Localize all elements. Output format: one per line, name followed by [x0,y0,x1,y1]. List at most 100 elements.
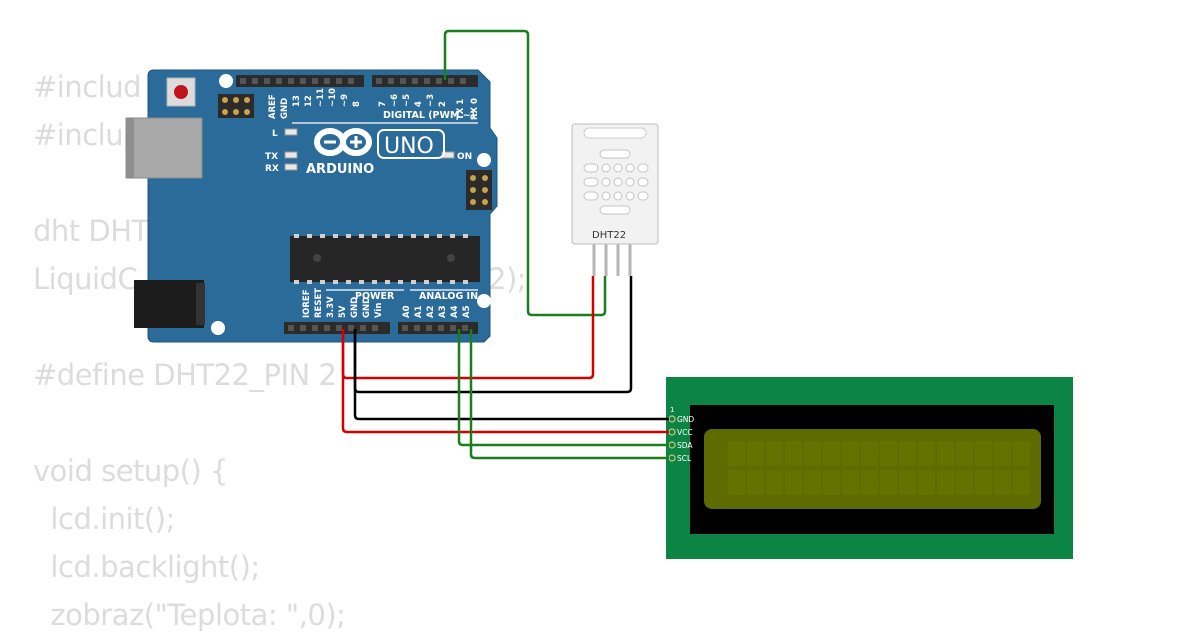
lcd-char-cell [994,470,1012,495]
lcd-char-cell [994,441,1012,466]
wire-lcd-sda[interactable] [457,329,669,447]
power-jack [134,280,204,328]
lcd-pin-sda: SDA [677,441,693,450]
analog-header-label: ANALOG IN [419,291,478,302]
pin-label-gnd: GND [280,98,290,119]
pin-label-a5: A5 [462,305,472,318]
pin-label-11: ~11 [316,88,326,107]
digital-pin-labels: AREF GND 13 12 ~11 ~10 ~9 8 7 ~6 ~5 4 ~3… [268,88,480,120]
lcd-char-cell [804,470,822,495]
lcd-pin-gnd: GND [677,415,694,424]
led-l-label: L [272,129,278,139]
wire-lcd-scl[interactable] [469,329,669,460]
pin-label-5v: 5V [338,305,348,318]
icsp-header-right [466,170,492,210]
led-on: ON [441,151,472,162]
led-rx-label: RX [265,164,279,174]
mount-hole [477,153,491,167]
lcd-char-cell [918,441,936,466]
lcd-char-cell [766,470,784,495]
arduino-model-text: UNO [384,134,434,159]
mount-hole [477,294,491,308]
lcd-char-cell [728,441,746,466]
pin-label-vin: Vin [374,303,384,318]
lcd-char-cell [728,470,746,495]
pin-label-tx1: TX 1 [456,99,466,120]
pin-label-3v3: 3.3V [326,296,336,318]
lcd-char-cell [842,470,860,495]
lcd-char-cell [975,470,993,495]
lcd-char-cell [956,470,974,495]
lcd-char-cell [880,470,898,495]
mount-hole [219,74,233,88]
lcd-char-cell [747,470,765,495]
dht22-sensor[interactable]: DHT22 [571,123,659,276]
lcd-char-cell [785,470,803,495]
pin-label-12: 12 [304,95,314,107]
wires [341,29,669,460]
dht22-label: DHT22 [592,230,626,241]
mount-hole [211,321,225,335]
pin-label-gnd1: GND [350,297,360,318]
usb-connector [125,117,203,179]
lcd-char-cell [842,441,860,466]
analog-header [398,322,478,334]
pin-label-6: ~6 [390,94,400,107]
code-line-9: void setup() { [33,454,229,488]
code-line-2: #inclu [33,118,124,152]
pin-label-reset: RESET [314,288,324,318]
lcd-char-cell [975,441,993,466]
code-line-10: lcd.init(); [33,502,175,536]
digital-header-right [372,75,478,87]
pin-label-aref: AREF [268,94,278,119]
reset-button-cap[interactable] [174,85,188,99]
power-header [284,322,390,334]
lcd-1602-i2c[interactable]: 1 GND VCC SDA SCL [666,377,1073,559]
led-tx-label: TX [265,152,278,162]
lcd-char-cell [861,470,879,495]
pin-label-13: 13 [292,95,302,107]
led-l: L [272,128,298,139]
arduino-logo: ARDUINO UNO [306,128,445,177]
arduino-uno-board[interactable]: AREF GND 13 12 ~11 ~10 ~9 8 7 ~6 ~5 4 ~3… [125,69,498,343]
pin-label-a0: A0 [402,305,412,318]
lcd-char-cell [899,470,917,495]
analog-pin-labels: A0 A1 A2 A3 A4 A5 [402,305,472,318]
dht22-grille [583,149,649,215]
wire-lcd-gnd[interactable] [353,329,669,421]
pin-label-a4: A4 [450,305,460,318]
code-line-11: lcd.backlight(); [33,550,260,584]
pin-label-5: ~5 [402,94,412,107]
code-line-1: #includ [33,70,142,104]
code-line-12: zobraz("Teplota: ",0); [33,598,346,632]
pin-label-3: ~3 [426,94,436,107]
led-rx: RX [265,163,298,174]
lcd-char-cell [804,441,822,466]
pin-label-10: ~10 [328,88,338,107]
pin-label-4: 4 [414,101,424,107]
pin-label-8: 8 [352,101,362,107]
lcd-character-grid [728,441,1031,495]
lcd-pin-scl: SCL [677,454,692,463]
code-line-5-tail: 2); [488,262,527,296]
lcd-char-cell [823,441,841,466]
icsp-header-top [218,94,254,118]
wire-lcd-vcc[interactable] [341,329,669,434]
wire-dht-data[interactable] [443,29,607,317]
pin-label-9: ~9 [340,94,350,107]
lcd-char-cell [1013,441,1031,466]
power-pin-labels: IOREF RESET 3.3V 5V GND GND Vin [302,288,384,318]
pin-label-2: 2 [438,101,448,107]
code-line-5: LiquidC [33,262,138,296]
led-tx: TX [265,151,298,162]
atmega-chip [290,234,480,284]
pin-label-ioref: IOREF [302,289,312,318]
dht22-pins [592,244,632,276]
lcd-char-cell [823,470,841,495]
pin-label-rx0: RX 0 [470,98,480,120]
lcd-pin-vcc: VCC [677,428,693,437]
power-header-label: POWER [355,291,395,302]
lcd-char-cell [956,441,974,466]
digital-header-label: DIGITAL (PWM ~) [383,110,475,121]
